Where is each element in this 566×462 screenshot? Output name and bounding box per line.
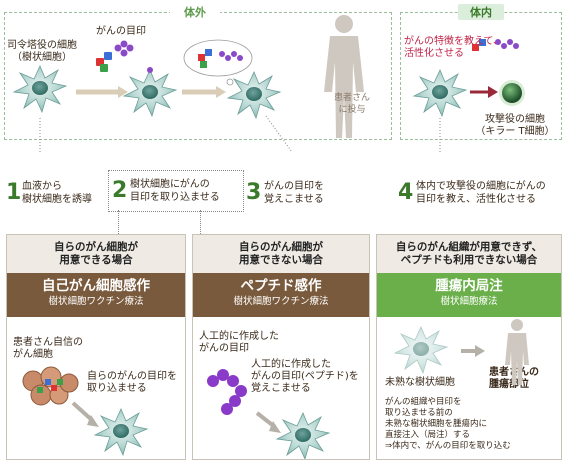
peptide-chain-icon	[207, 369, 247, 415]
outside-region-label: 体外	[170, 4, 220, 20]
thought-bubble	[183, 39, 253, 86]
panel-3-label-c: がんの組織や目印を 取り込ませる前の 未熟な樹状細胞を腫瘍内に 直接注入（局注）…	[385, 397, 511, 451]
cancer-cell-cluster-icon	[22, 366, 79, 406]
connector-left	[118, 210, 119, 234]
step-3-number: 3	[246, 180, 262, 205]
dendritic-cell-label: 司令塔役の細胞 （樹状細胞）	[7, 40, 77, 63]
patient-silhouette-small-icon	[505, 319, 529, 385]
killer-t-cell-icon	[499, 80, 525, 106]
step-1-text: 血液から 樹状細胞を誘導	[22, 181, 92, 205]
panel-1-title: 自己がん細胞感作	[42, 278, 150, 294]
inside-marker-icon	[472, 39, 519, 51]
panel-1-label-a: 患者さん自信の がん細胞	[13, 337, 83, 360]
dendritic-cell-4	[413, 69, 467, 117]
step-3-text: がんの目印を 覚えこませる	[264, 181, 324, 205]
panel-3-title: 腫瘍内局注	[435, 278, 503, 294]
killer-t-cell-label: 攻撃役の細胞 （キラー T細胞）	[475, 114, 555, 137]
panel-intratumoral: 自らのがん組織が用意できず、 ペプチドも利用できない場合 腫瘍内局注 樹状細胞療…	[376, 234, 562, 460]
panel-2-dendritic-cell	[276, 412, 330, 459]
step-4-text: 体内で攻撃役の細胞にがんの 目印を教え、活性化させる	[416, 181, 546, 205]
panel-1-dendritic-cell	[94, 408, 148, 456]
panel-2-label-b: 人工的に作成した がんの目印(ペプチド)を 覚えこませる	[251, 359, 359, 394]
panel-1-label-b: 自らのがんの目印を 取り込ませる	[87, 371, 177, 394]
panel-2-band: ペプチド感作 樹状細胞ワクチン療法	[193, 273, 369, 317]
panel-2-title: ペプチド感作	[240, 278, 322, 294]
panel-2-illustration	[207, 369, 330, 459]
dendritic-cell-1	[13, 65, 67, 113]
panel-3-illustration	[394, 319, 529, 385]
panel-3-label-a: 未熟な樹状細胞	[385, 377, 455, 388]
dendritic-cell-2	[123, 69, 177, 117]
panel-3-subtitle: 樹状細胞療法	[440, 296, 498, 307]
panel-3-header: 自らのがん組織が用意できず、 ペプチドも利用できない場合	[377, 235, 561, 273]
cancer-marker-label: がんの目印	[96, 26, 146, 37]
panel-1-illustration	[22, 366, 148, 456]
step-4-number: 4	[398, 180, 414, 205]
dendritic-cell-3	[227, 71, 281, 119]
panel-2-subtitle: 樹状細胞ワクチン療法	[233, 296, 329, 307]
panel-2-header: 自らのがん細胞が 用意できない場合	[193, 235, 369, 273]
panel-3-band: 腫瘍内局注 樹状細胞療法	[377, 273, 561, 317]
panel-peptide: 自らのがん細胞が 用意できない場合 ペプチド感作 樹状細胞ワクチン療法 人工的に…	[192, 234, 370, 460]
panel-1-header: 自らのがん細胞が 用意できる場合	[7, 235, 185, 273]
connector-right	[200, 210, 201, 234]
panel-1-band: 自己がん細胞感作 樹状細胞ワクチン療法	[7, 273, 185, 317]
step-2-text: 樹状細胞にがんの 目印を取り込ませる	[130, 179, 220, 203]
panel-2-label-a: 人工的に作成した がんの目印	[199, 331, 279, 354]
patient-administration-label: 患者さん に投与	[333, 93, 370, 115]
step-1-number: 1	[6, 180, 22, 205]
panel-self-cancer-cell: 自らのがん細胞が 用意できる場合 自己がん細胞感作 樹状細胞ワクチン療法 患者さ…	[6, 234, 186, 460]
activation-text: がんの特徴を教えて、 活性化させる	[404, 36, 503, 59]
cancer-marker-icon	[96, 40, 134, 72]
inside-region-label: 体内	[458, 4, 504, 20]
panel-1-subtitle: 樹状細胞ワクチン療法	[48, 296, 144, 307]
patient-silhouette-icon	[324, 15, 364, 138]
step-2-dashed-box	[108, 170, 244, 212]
step-2-number: 2	[112, 178, 128, 203]
immature-dendritic-cell	[394, 326, 448, 374]
top-flow-illustration	[13, 15, 525, 153]
